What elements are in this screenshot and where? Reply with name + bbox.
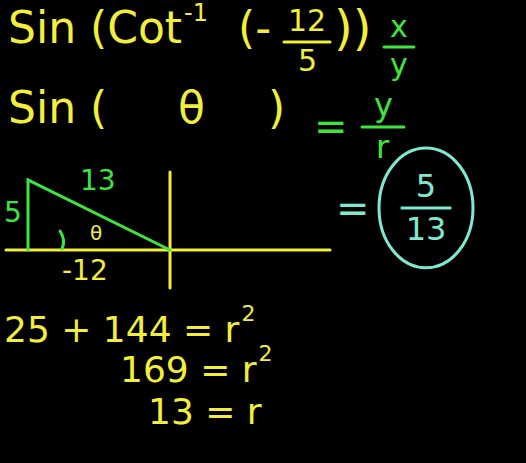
- equals-sign: =: [336, 186, 370, 230]
- equation-text: 169 = r: [120, 350, 257, 390]
- side-length: 5: [4, 198, 22, 229]
- denominator: r: [376, 130, 389, 165]
- theta-symbol: θ: [178, 84, 205, 132]
- expression-text: (-: [238, 4, 271, 52]
- fraction-bar: [362, 126, 404, 129]
- numerator: 12: [288, 4, 326, 37]
- circled-answer: 513: [376, 145, 476, 271]
- expression-text: Sin (Cot: [8, 4, 182, 52]
- numerator: x: [390, 10, 408, 43]
- equation-text: 25 + 144 = r: [4, 310, 239, 350]
- theta-symbol: θ: [90, 222, 102, 244]
- fraction-bar: [401, 206, 452, 209]
- expression-text: )): [334, 2, 371, 55]
- y-axis: [169, 172, 172, 288]
- equation-text: 13 = r: [148, 392, 262, 432]
- expression-text: ): [268, 84, 285, 132]
- numerator: y: [374, 88, 393, 123]
- denominator: y: [390, 48, 408, 81]
- numerator: 5: [416, 169, 436, 204]
- exponent: -1: [184, 0, 208, 26]
- exponent: 2: [241, 302, 255, 326]
- side-length: -12: [62, 256, 108, 287]
- angle-arc: [60, 231, 64, 249]
- side-length: 13: [80, 166, 116, 197]
- denominator: 5: [298, 44, 317, 77]
- denominator: 13: [406, 212, 447, 247]
- exponent: 2: [259, 342, 273, 366]
- circle-outline: [379, 148, 473, 268]
- expression-text: Sin (: [8, 84, 107, 132]
- answer-circle: [376, 145, 476, 271]
- equals-sign: =: [314, 104, 348, 148]
